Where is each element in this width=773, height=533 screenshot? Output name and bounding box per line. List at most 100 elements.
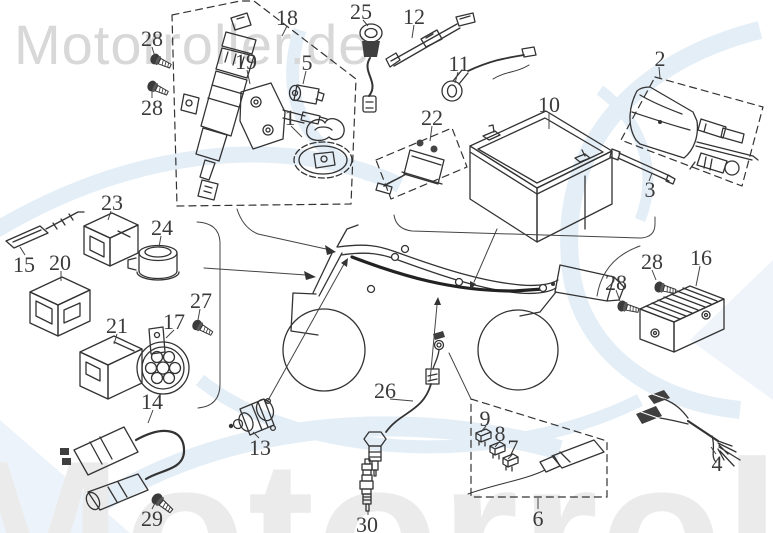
- part-label-26: 26: [374, 378, 396, 403]
- callout-leader-17: [165, 329, 175, 339]
- group-box-starter-relay: [375, 127, 468, 200]
- part-4-wiring-harness: [636, 390, 741, 467]
- callout-leader-13: [252, 431, 260, 439]
- tool-spark-plug-wrench: [697, 118, 745, 144]
- part-label-18: 18: [276, 5, 298, 30]
- callout-leader-28: [151, 46, 156, 58]
- background-swoosh-graphics: [0, 21, 773, 533]
- part-21-control-unit: [79, 335, 143, 400]
- part-20-cdi-unit: [29, 276, 91, 337]
- part-11-spark-plug-wire: [441, 46, 537, 102]
- part-1-fuel-tank-cap: [293, 118, 353, 179]
- part-label-22: 22: [421, 105, 443, 130]
- part-label-24: 24: [151, 215, 173, 240]
- part-16-rectifier-regulator: [639, 285, 725, 353]
- callout-leader-28: [615, 289, 621, 302]
- callout-leader-12: [411, 24, 415, 39]
- part-label-30: 30: [356, 512, 378, 533]
- part-24-flasher-relay: [127, 244, 180, 281]
- part-10-battery: [469, 110, 613, 243]
- part-label-4: 4: [712, 451, 723, 476]
- callout-leader-21: [113, 333, 118, 345]
- callout-leader-23: [107, 210, 112, 221]
- callout-leader-7: [507, 454, 513, 460]
- callout-leader-2: [658, 66, 661, 79]
- callout-leader-28: [651, 269, 657, 281]
- part-12-cable: [385, 12, 476, 68]
- part-label-25: 25: [350, 0, 372, 24]
- part-label-11: 11: [448, 51, 469, 76]
- group-box-ignition-lock-set: [171, 0, 357, 207]
- callout-leader-19: [246, 69, 251, 85]
- callout-leader-22: [429, 125, 433, 142]
- part-label-27: 27: [190, 288, 212, 313]
- part-label-21: 21: [106, 313, 128, 338]
- part-label-13: 13: [249, 435, 271, 460]
- part-5-lock-cylinder: [288, 84, 325, 105]
- part-label-16: 16: [690, 245, 712, 270]
- callout-leader-14: [147, 409, 154, 424]
- part-label-1: 1: [285, 105, 296, 130]
- swoosh-wedge: [0, 420, 130, 533]
- part-7-fuse: [502, 453, 519, 472]
- part-label-6: 6: [533, 506, 544, 531]
- callout-leader-26: [389, 398, 414, 402]
- part-label-28: 28: [641, 249, 663, 274]
- callout-leader-27: [197, 308, 201, 321]
- watermark-bottom-text: Motorroller: [0, 420, 773, 533]
- callout-leader-8: [494, 440, 501, 448]
- part-label-7: 7: [508, 435, 519, 460]
- part-label-28: 28: [141, 26, 163, 51]
- part-17-horn: [136, 326, 190, 395]
- part-3-rod: [609, 148, 676, 185]
- part-label-5: 5: [302, 50, 313, 75]
- callout-leader-3: [648, 172, 653, 182]
- callout-leader-1: [290, 125, 303, 138]
- tool-screwdriver-shaft: [695, 141, 759, 161]
- part-2-tool-bag: [629, 86, 699, 159]
- part-19-lock-bracket: [239, 82, 328, 150]
- callout-leader-24: [158, 235, 162, 248]
- part-14-ignition-coil: [60, 426, 186, 511]
- part-label-15: 15: [13, 252, 35, 277]
- part-label-28: 28: [141, 95, 163, 120]
- part-23-control-unit: [83, 212, 139, 267]
- part-15-fuse-strip: [5, 211, 85, 249]
- part-label-12: 12: [403, 4, 425, 29]
- part-13-starter-motor: [228, 397, 277, 436]
- part-label-14: 14: [141, 389, 163, 414]
- part-label-17: 17: [163, 309, 185, 334]
- part-28-screw: [615, 298, 641, 317]
- watermark-top-text: Motorroller.de: [14, 13, 370, 76]
- callout-leader-25: [362, 19, 369, 27]
- group-box-fuses: [467, 398, 608, 498]
- callout-leader-15: [19, 246, 26, 256]
- callout-leader-16: [695, 265, 701, 287]
- part-label-9: 9: [480, 406, 491, 431]
- swoosh-wedge-right: [690, 260, 773, 400]
- callout-leader-9: [480, 425, 487, 433]
- callout-leader-4: [710, 446, 717, 455]
- part-label-2: 2: [655, 46, 666, 71]
- rear-wheel: [477, 309, 559, 391]
- part-label-28: 28: [605, 270, 627, 295]
- part-label-10: 10: [538, 92, 560, 117]
- part-label-19: 19: [235, 49, 257, 74]
- vehicle-frame-sketch: [282, 224, 625, 392]
- callout-leader-11: [454, 71, 459, 84]
- part-label-20: 20: [49, 250, 71, 275]
- part-8-fuse: [489, 441, 506, 460]
- part-label-23: 23: [101, 190, 123, 215]
- part-label-3: 3: [645, 177, 656, 202]
- front-wheel: [282, 308, 366, 392]
- part-6-fuse-holder: [467, 439, 605, 495]
- leader-lines: [196, 208, 656, 409]
- part-26-sensor-cable: [363, 331, 445, 477]
- callout-leader-29: [151, 502, 156, 510]
- callout-leader-5: [302, 70, 307, 85]
- callout-leader-18: [281, 25, 288, 37]
- group-box-tool-kit: [620, 76, 764, 187]
